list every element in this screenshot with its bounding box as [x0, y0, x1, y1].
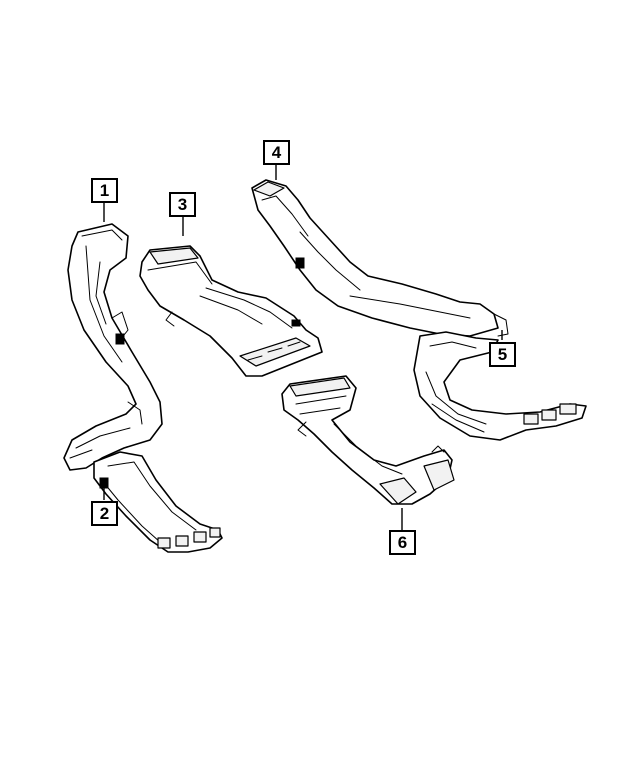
part-4-upper-duct: [251, 179, 509, 337]
part-6-front-duct: [281, 375, 455, 505]
callout-3-label: 3: [178, 195, 187, 214]
callout-1-label: 1: [100, 181, 109, 200]
callout-4: 4: [263, 140, 290, 165]
callout-4-label: 4: [272, 143, 282, 162]
callout-2-label: 2: [100, 504, 109, 523]
callout-3: 3: [169, 192, 196, 217]
callout-1: 1: [91, 178, 118, 203]
callout-6-label: 6: [398, 533, 407, 552]
callout-5-label: 5: [498, 345, 507, 364]
callout-6: 6: [389, 530, 416, 555]
callout-2: 2: [91, 501, 118, 526]
part-1-left-duct: [63, 223, 163, 471]
callout-5: 5: [489, 342, 516, 367]
part-3-center-duct: [139, 245, 323, 377]
